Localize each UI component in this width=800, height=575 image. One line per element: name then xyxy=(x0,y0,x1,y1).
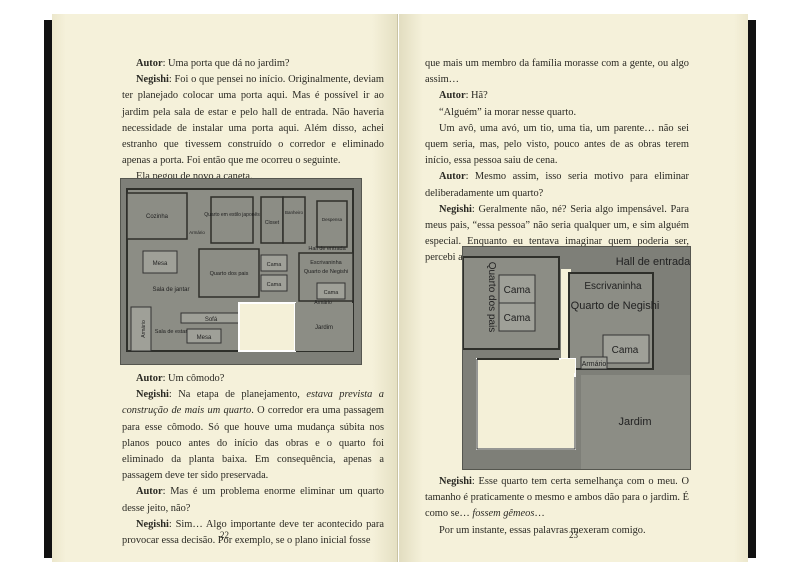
label-cabinet: Armário xyxy=(582,361,607,368)
right-page: que mais um membro da família morasse co… xyxy=(399,14,748,562)
label-cabinet-neg: Armário xyxy=(314,300,332,306)
floorplan-full: Cozinha Quarto em estilo japonês Closet … xyxy=(120,178,362,365)
paragraph: Por um instante, essas palavras mexeram … xyxy=(425,523,689,539)
paragraph: Ela pegou de novo a caneta. xyxy=(122,169,384,185)
speaker-name: Negishi xyxy=(136,518,169,530)
label-japanese-room: Quarto em estilo japonês xyxy=(204,212,260,218)
paragraph: Autor: Uma porta que dá no jardim? xyxy=(122,56,384,72)
label-bed2: Cama xyxy=(267,282,283,288)
label-bed1: Cama xyxy=(267,262,283,268)
page-number-left: 22 xyxy=(220,530,229,540)
paragraph: Um avô, uma avó, um tio, uma tia, um par… xyxy=(425,121,689,170)
paragraph-text: : Foi o que pensei no início. Originalme… xyxy=(122,74,384,167)
label-parents-room: Quarto dos pais xyxy=(486,262,497,333)
label-bathroom: Banheiro xyxy=(285,210,304,215)
paragraph: Autor: Mas é um problema enorme eliminar… xyxy=(122,484,384,516)
speaker-name: Autor xyxy=(439,90,466,102)
paragraph-text: Um avô, uma avó, um tio, uma tia, um par… xyxy=(425,122,689,167)
paragraph: Autor: Hã? xyxy=(425,88,689,104)
paragraph: Negishi: Esse quarto tem certa semelhanç… xyxy=(425,474,689,523)
label-parents-room: Quarto dos pais xyxy=(210,271,249,277)
paragraph-text: : Na etapa de planejamento, xyxy=(168,389,307,401)
paragraph: que mais um membro da família morasse co… xyxy=(425,56,689,88)
paragraph-text: : Esse quarto tem certa semelhança com o… xyxy=(425,476,689,520)
paragraph-text: Por um instante, essas palavras mexeram … xyxy=(439,524,646,536)
paragraph-text: : Uma porta que dá no jardim? xyxy=(162,58,290,69)
label-garden: Jardim xyxy=(618,416,651,428)
label-table2: Mesa xyxy=(197,335,212,341)
book-edge-right xyxy=(748,20,756,558)
left-page: Autor: Uma porta que dá no jardim?Negish… xyxy=(52,14,398,562)
floorplan-detail: Hall de entrada Quarto dos pais Cama Cam… xyxy=(462,246,691,470)
open-book: Autor: Uma porta que dá no jardim?Negish… xyxy=(44,14,756,562)
paragraph-text-rest: … xyxy=(534,508,545,520)
speaker-name: Negishi xyxy=(439,476,472,487)
label-table: Mesa xyxy=(153,261,168,267)
paragraph-text: : Mesmo assim, isso seria motivo para el… xyxy=(425,171,689,199)
paragraph: Autor: Um cômodo? xyxy=(122,371,384,387)
label-hall: Hall de entrada xyxy=(616,256,690,268)
paragraph-text: : Sim… Algo importante deve ter aconteci… xyxy=(122,518,384,547)
label-sofa: Sofá xyxy=(205,317,218,323)
book-edge-left xyxy=(44,20,52,558)
speaker-name: Autor xyxy=(439,171,466,183)
paragraph: Autor: Mesmo assim, isso seria motivo pa… xyxy=(425,169,689,201)
label-negishi-room: Quarto de Negishi xyxy=(304,269,348,275)
paragraph: Negishi: Na etapa de planejamento, estav… xyxy=(122,387,384,484)
label-garden: Jardim xyxy=(315,325,333,331)
label-storage: Despensa xyxy=(322,217,343,222)
paragraph-text: : Mas é um problema enorme eliminar um q… xyxy=(122,486,384,514)
label-bed3: Cama xyxy=(324,290,340,296)
label-bed3: Cama xyxy=(612,345,639,356)
paragraph-text-rest: . O corredor era uma passagem para esse … xyxy=(122,405,384,482)
label-cabinet-left: Armário xyxy=(141,320,147,338)
label-desk: Escrivaninha xyxy=(584,281,642,292)
label-hall: Hall de entrada xyxy=(308,246,346,252)
speaker-name: Negishi xyxy=(439,203,472,215)
label-desk: Escrivaninha xyxy=(310,260,342,266)
paragraph-text: : Um cômodo? xyxy=(162,373,225,384)
label-kitchen: Cozinha xyxy=(146,214,169,220)
speaker-name: Autor xyxy=(136,373,163,384)
right-page-text-top: que mais um membro da família morasse co… xyxy=(425,56,689,267)
speaker-name: Autor xyxy=(136,486,163,498)
label-bed1: Cama xyxy=(504,285,531,296)
paragraph-text: : Hã? xyxy=(465,90,488,102)
page-number-right: 23 xyxy=(569,530,578,540)
floorplan-detail-drawing: Hall de entrada Quarto dos pais Cama Cam… xyxy=(463,247,690,469)
speaker-name: Negishi xyxy=(136,389,169,401)
paragraph-text: Ela pegou de novo a caneta. xyxy=(136,171,253,183)
label-bed2: Cama xyxy=(504,313,531,324)
label-living: Sala de estar xyxy=(155,329,188,335)
left-page-text-top: Autor: Uma porta que dá no jardim?Negish… xyxy=(122,56,384,186)
paragraph-italic: estava prevista a construção de mais um … xyxy=(122,389,384,417)
paragraph: “Alguém” ia morar nesse quarto. xyxy=(425,105,689,121)
paragraph: Negishi: Foi o que pensei no início. Ori… xyxy=(122,72,384,169)
paragraph-italic: fossem gêmeos xyxy=(472,508,535,520)
label-dining: Sala de jantar xyxy=(152,287,189,293)
paragraph-text: “Alguém” ia morar nesse quarto. xyxy=(439,106,577,118)
right-page-text-bottom: Negishi: Esse quarto tem certa semelhanç… xyxy=(425,474,689,539)
left-page-text-bottom: Autor: Um cômodo?Negishi: Na etapa de pl… xyxy=(122,371,384,549)
speaker-name: Autor xyxy=(136,58,163,69)
paragraph-text: que mais um membro da família morasse co… xyxy=(425,58,689,86)
speaker-name: Negishi xyxy=(136,74,169,86)
label-closet: Closet xyxy=(265,220,280,226)
label-negishi-room: Quarto de Negishi xyxy=(571,300,660,312)
label-cabinet-small: Armário xyxy=(189,230,205,235)
floorplan-full-drawing: Cozinha Quarto em estilo japonês Closet … xyxy=(121,179,361,364)
paragraph: Negishi: Sim… Algo importante deve ter a… xyxy=(122,517,384,549)
